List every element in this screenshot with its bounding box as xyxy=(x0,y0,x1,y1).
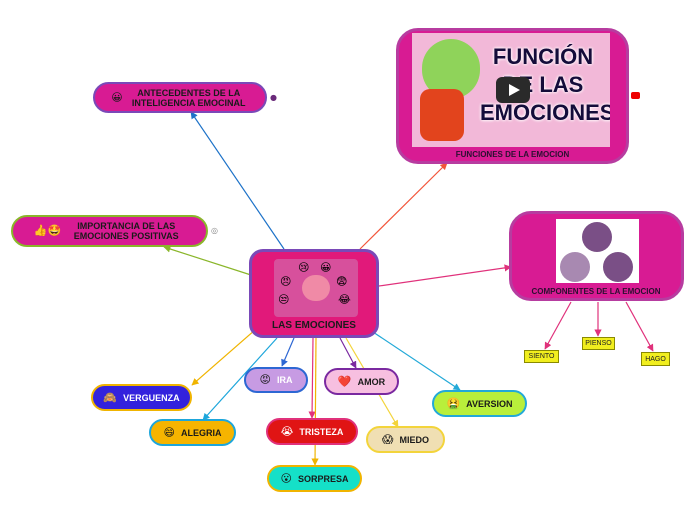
play-button[interactable] xyxy=(496,77,530,103)
antecedentes-node[interactable]: 😀 ANTECEDENTES DE LA INTELIGENCIA EMOCIN… xyxy=(93,82,267,113)
center-label: LAS EMOCIONES xyxy=(272,320,356,331)
tristeza-label: TRISTEZA xyxy=(299,426,344,437)
surprised-face-icon: 😮 xyxy=(280,471,292,485)
components-diagram-image xyxy=(556,219,639,283)
link-importancia xyxy=(163,245,252,276)
emoji-face-icon: 😨 xyxy=(336,275,348,288)
emoji-face-icon: 😂 xyxy=(338,293,351,306)
importancia-label: IMPORTANCIA DE LAS EMOCIONES POSITIVAS xyxy=(73,221,179,241)
link-ira xyxy=(281,337,295,367)
hago-node[interactable]: HAGO xyxy=(641,352,670,366)
amor-label: AMOR xyxy=(357,376,386,387)
brain-shape xyxy=(302,275,330,301)
emoji-face-icon: 😢 xyxy=(298,261,310,274)
sorpresa-node[interactable]: 😮 SORPRESA xyxy=(267,465,362,492)
link-alegria xyxy=(202,337,278,421)
link-tristeza xyxy=(308,337,316,419)
link-siento xyxy=(544,301,572,350)
importancia-node[interactable]: 👍🤩 IMPORTANCIA DE LAS EMOCIONES POSITIVA… xyxy=(11,215,208,247)
link-amor xyxy=(339,337,357,369)
center-node[interactable]: 😢 😀 😠 😨 😒 😂 LAS EMOCIONES xyxy=(249,249,379,338)
siento-node[interactable]: SIENTO xyxy=(524,350,559,363)
emoji-face-icon: 😀 xyxy=(320,261,332,274)
vomiting-face-icon: 🤮 xyxy=(446,396,461,410)
link-hago xyxy=(625,301,654,352)
tristeza-node[interactable]: 😭 TRISTEZA xyxy=(266,418,358,445)
emoji-face-icon: 😠 xyxy=(280,275,292,288)
character-anger-shape xyxy=(420,89,464,141)
emoji-face-icon: 😒 xyxy=(278,293,290,306)
funciones-label: FUNCIONES DE LA EMOCION xyxy=(455,150,570,159)
amor-node[interactable]: ❤️ AMOR xyxy=(324,368,399,395)
youtube-icon[interactable] xyxy=(631,92,640,99)
miedo-node[interactable]: 😱 MIEDO xyxy=(366,426,445,453)
video-thumbnail[interactable]: FUNCIÓN DE LAS EMOCIONES xyxy=(412,33,610,147)
alegria-node[interactable]: 😄 ALEGRIA xyxy=(149,419,236,446)
link-aversion xyxy=(369,329,461,391)
aversion-node[interactable]: 🤮 AVERSION xyxy=(432,390,527,417)
laughing-face-icon: 😄 xyxy=(163,425,175,439)
alegria-label: ALEGRIA xyxy=(180,427,222,438)
heart-icon: ❤️ xyxy=(337,374,352,388)
antecedentes-label: ANTECEDENTES DE LA INTELIGENCIA EMOCINAL xyxy=(131,87,246,108)
verguenza-node[interactable]: 🙈 VERGUENZA xyxy=(91,384,192,411)
link-componentes xyxy=(378,264,512,287)
link-sorpresa xyxy=(311,337,319,466)
ira-node[interactable]: 😡 IRA xyxy=(244,367,308,393)
aversion-label: AVERSION xyxy=(466,398,513,409)
pienso-node[interactable]: PIENSO xyxy=(582,337,615,350)
sorpresa-label: SORPRESA xyxy=(297,473,349,484)
miedo-label: MIEDO xyxy=(399,434,429,445)
grinning-face-icon: 😀 xyxy=(111,90,123,104)
ira-label: IRA xyxy=(276,375,293,385)
thumbs-up-star-eyes-icon: 👍🤩 xyxy=(33,224,62,237)
link-antecedentes xyxy=(190,111,285,250)
link-funciones xyxy=(359,162,448,250)
brain-emojis-image: 😢 😀 😠 😨 😒 😂 xyxy=(274,259,358,317)
note-icon[interactable]: ● xyxy=(270,93,277,102)
link-icon[interactable]: ◎ xyxy=(211,226,218,235)
verguenza-label: VERGUENZA xyxy=(123,392,180,403)
see-no-evil-monkey-icon: 🙈 xyxy=(103,390,118,404)
componentes-label: COMPONENTES DE LA EMOCION xyxy=(531,287,661,296)
crying-face-icon: 😭 xyxy=(280,424,294,438)
link-verguenza xyxy=(191,329,256,386)
angry-face-icon: 😡 xyxy=(259,373,271,386)
screaming-face-icon: 😱 xyxy=(382,432,394,446)
